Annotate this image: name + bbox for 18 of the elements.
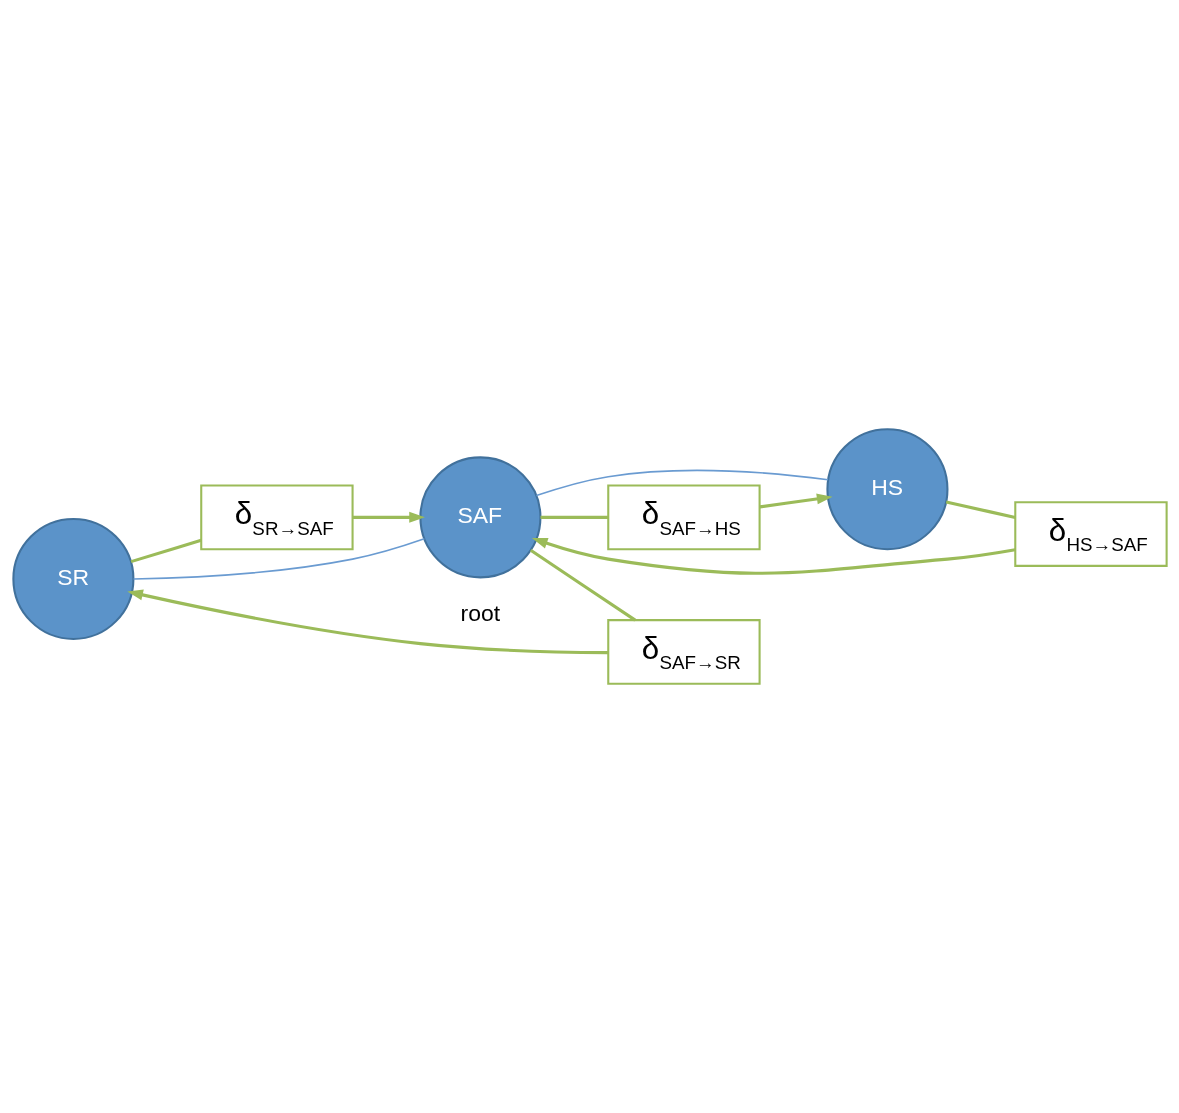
node-box: δ$_{SAF→HS}$ (606, 484, 761, 551)
arrow (758, 493, 833, 509)
node-box: δ$_{SR→SAF}$ (199, 484, 354, 551)
node-circle: HS (825, 428, 948, 551)
node-circle: SR (11, 517, 134, 640)
connector (132, 538, 425, 580)
connector (540, 515, 608, 519)
arrow (531, 538, 1015, 575)
connector (529, 549, 636, 622)
arrow (352, 511, 425, 523)
node-label: root (460, 600, 500, 627)
connector (130, 538, 202, 564)
connector (535, 469, 829, 497)
node-box: δ$_{SAF→SR}$ (606, 619, 761, 685)
node-circle: SAF (418, 456, 541, 579)
node-box: δ$_{HS→SAF}$ (1013, 501, 1168, 567)
connector (945, 500, 1016, 519)
arrow (126, 589, 608, 655)
